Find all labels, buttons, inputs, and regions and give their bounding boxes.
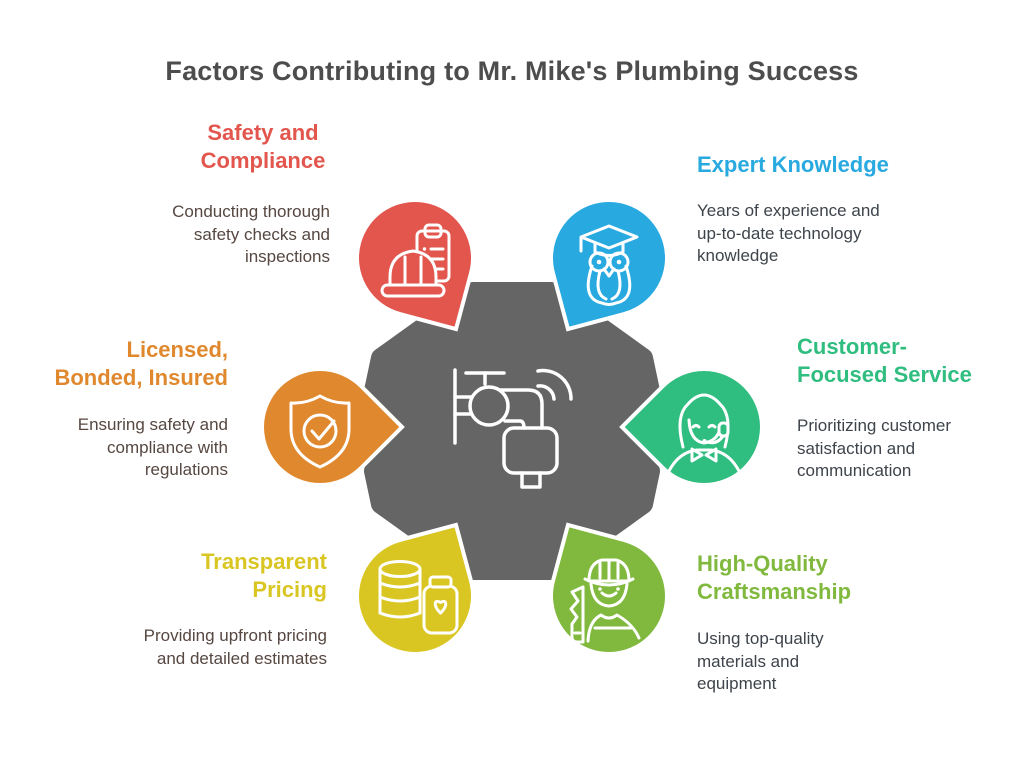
shield-check-icon <box>289 394 351 469</box>
safety-heading: Safety and Compliance <box>200 120 326 173</box>
licensed-description: Ensuring safety and compliance with regu… <box>77 415 228 479</box>
page-title: Factors Contributing to Mr. Mike's Plumb… <box>165 56 859 86</box>
craftsmanship-heading: High-Quality Craftsmanship <box>697 551 852 604</box>
customer-heading: Customer- Focused Service <box>797 334 972 387</box>
hardhat-checklist-icon <box>380 223 451 298</box>
center-hexagon <box>364 282 660 580</box>
craftsmanship-bubble <box>549 522 669 656</box>
expert-heading: Expert Knowledge <box>697 152 889 177</box>
safety-description: Conducting thorough safety checks and in… <box>172 202 330 266</box>
customer-description: Prioritizing customer satisfaction and c… <box>797 416 951 480</box>
expert-description: Years of experience and up-to-date techn… <box>697 201 880 265</box>
owl-graduate-icon <box>579 224 639 306</box>
pricing-heading: Transparent Pricing <box>201 549 327 602</box>
coins-savings-icon <box>378 560 459 635</box>
faucet-icon <box>453 368 573 489</box>
licensed-heading: Licensed, Bonded, Insured <box>54 337 228 390</box>
craftsman-icon <box>569 558 641 644</box>
center-hub <box>364 282 660 580</box>
pricing-description: Providing upfront pricing and detailed e… <box>143 626 327 668</box>
craftsmanship-description: Using top-quality materials and equipmen… <box>697 629 824 693</box>
support-agent-icon <box>667 393 741 473</box>
licensed-bubble <box>260 367 405 487</box>
